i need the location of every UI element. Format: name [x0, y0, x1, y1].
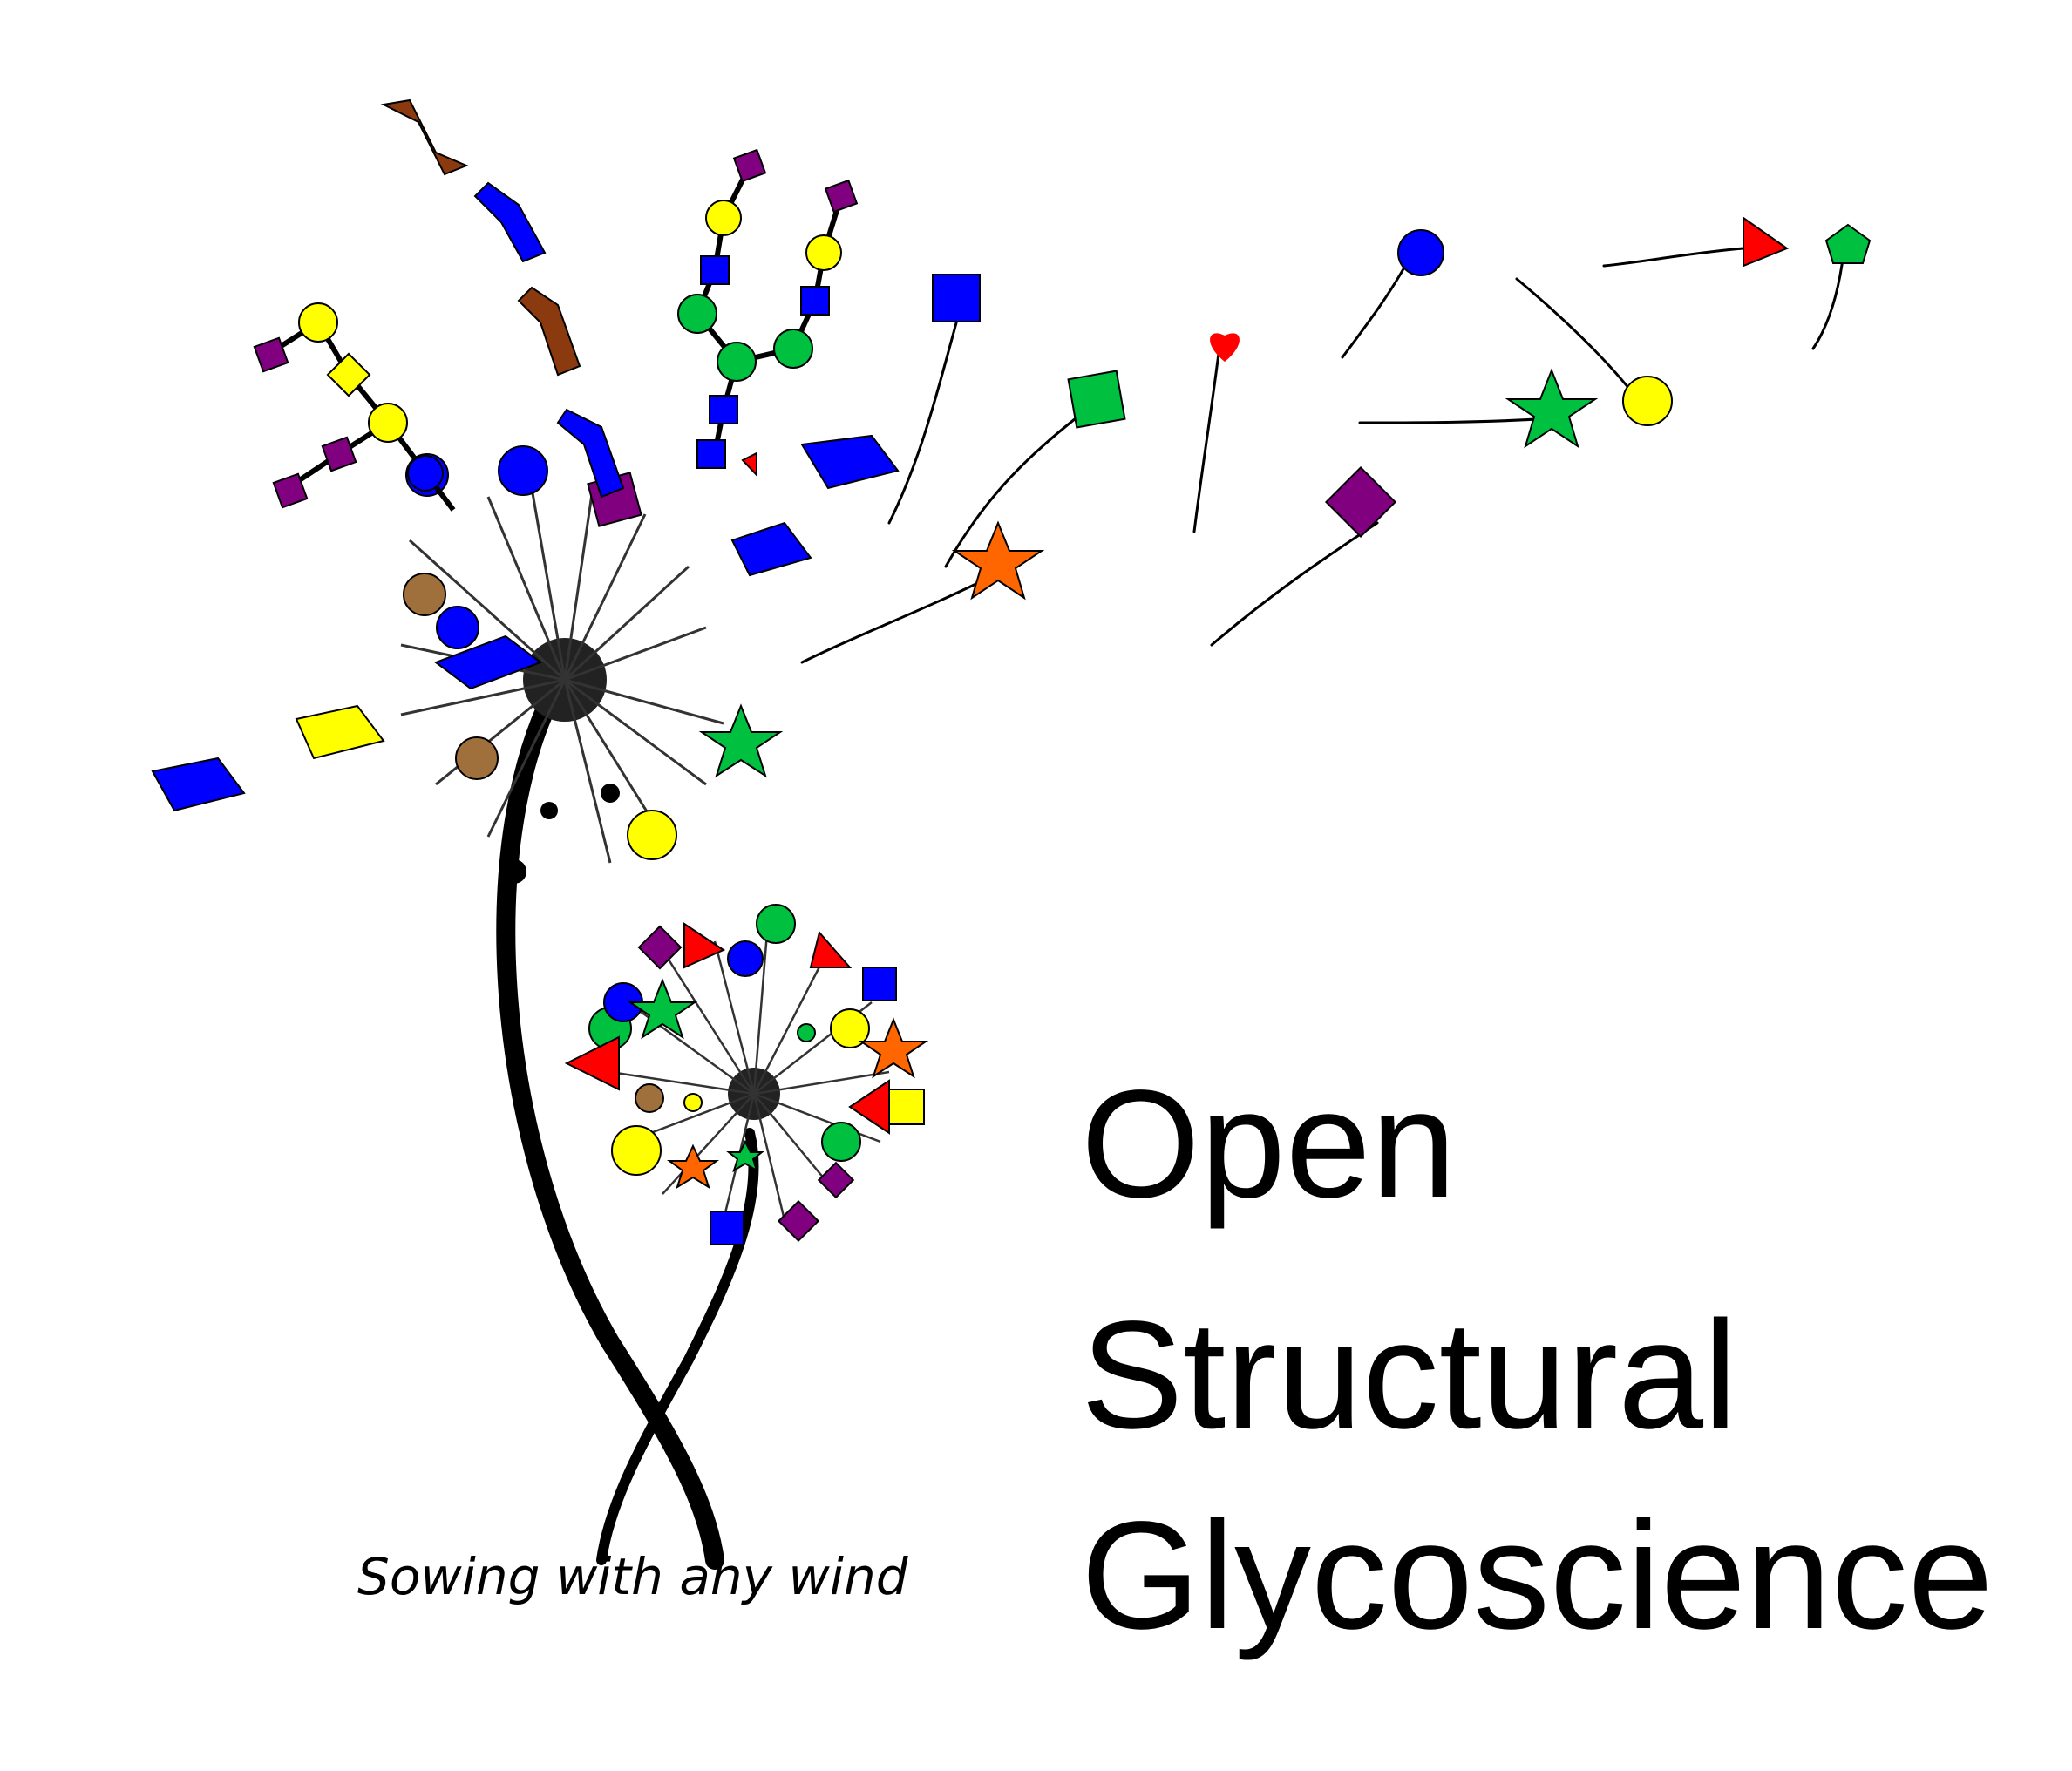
glycan-symbol-icon [932, 216, 1872, 601]
glycan-symbol-icon [564, 904, 929, 1245]
drifting-seeds [800, 247, 1845, 664]
glycan-symbol-icon [677, 148, 859, 478]
sugar-ring-icon [151, 98, 900, 812]
tagline: Sowing with any wind [357, 1547, 908, 1606]
title-line-open: Open [1081, 1059, 1457, 1230]
title-line-glycoscience: Glycoscience [1081, 1490, 1994, 1661]
seed-spokes-upper [400, 487, 724, 864]
title-line-structural: Structural [1081, 1290, 1738, 1461]
glycan-symbol-icon [253, 302, 444, 509]
